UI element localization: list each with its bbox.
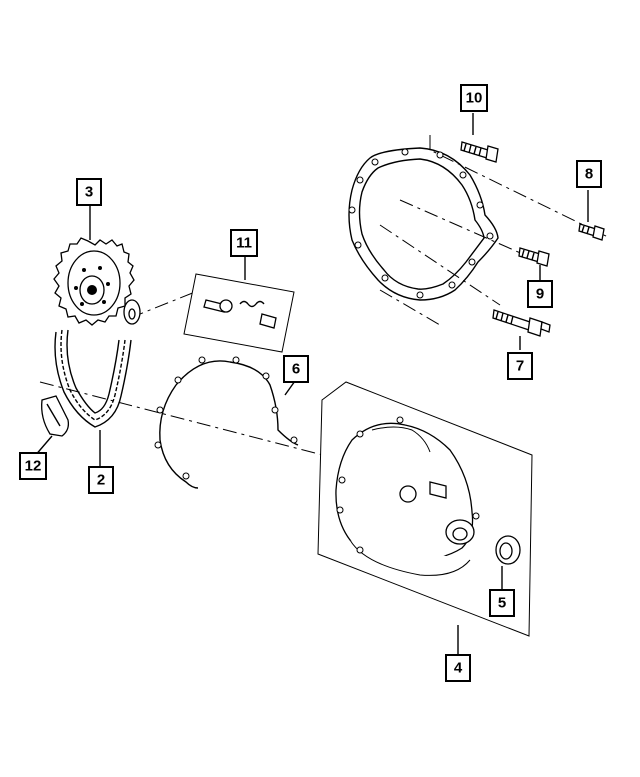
callout-label: 10 bbox=[466, 90, 483, 107]
callout-9: 9 bbox=[527, 280, 553, 308]
stud-7 bbox=[492, 309, 551, 337]
callout-label: 12 bbox=[25, 458, 42, 475]
oil-seal bbox=[495, 535, 521, 565]
callout-label: 11 bbox=[236, 235, 252, 252]
callout-6: 6 bbox=[283, 355, 309, 383]
bolt-9 bbox=[518, 247, 550, 267]
leader-lines bbox=[33, 113, 589, 655]
washer bbox=[123, 299, 141, 325]
callout-label: 9 bbox=[536, 286, 544, 303]
callout-5: 5 bbox=[489, 589, 515, 617]
callout-label: 5 bbox=[498, 595, 506, 612]
callout-8: 8 bbox=[576, 160, 602, 188]
crankshaft-sprocket bbox=[53, 237, 135, 326]
callout-label: 7 bbox=[516, 358, 524, 375]
callout-7: 7 bbox=[507, 352, 533, 380]
rear-cover-gasket bbox=[348, 147, 499, 301]
bolt-8 bbox=[578, 223, 605, 241]
callout-label: 8 bbox=[585, 166, 593, 183]
callout-11: 11 bbox=[230, 229, 258, 257]
timing-cover-assembly bbox=[317, 381, 533, 637]
callout-label: 3 bbox=[85, 184, 93, 201]
callout-12: 12 bbox=[19, 452, 47, 480]
callout-label: 4 bbox=[454, 660, 463, 677]
callout-10: 10 bbox=[460, 84, 488, 112]
callout-2: 2 bbox=[88, 466, 114, 494]
chain-tensioner bbox=[41, 395, 70, 437]
callout-3: 3 bbox=[76, 178, 102, 206]
callout-label: 6 bbox=[292, 361, 300, 378]
kit-11 bbox=[183, 273, 295, 353]
timing-chain bbox=[54, 329, 132, 428]
bolt-10 bbox=[460, 141, 499, 163]
callout-4: 4 bbox=[445, 654, 471, 682]
cover-gasket bbox=[154, 356, 299, 489]
callout-label: 2 bbox=[97, 472, 105, 489]
